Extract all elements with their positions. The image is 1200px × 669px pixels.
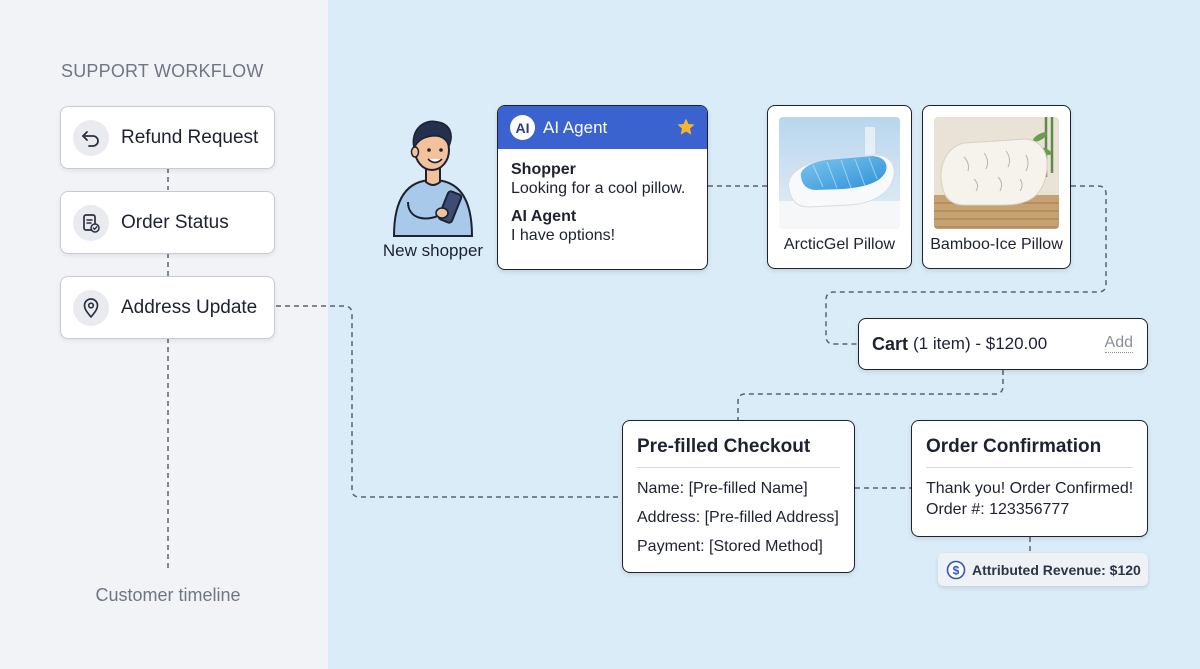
address-update-label: Address Update (121, 296, 258, 318)
prefilled-checkout-card[interactable]: Pre-filled Checkout Name: [Pre-filled Na… (622, 420, 855, 573)
workflow-title: SUPPORT WORKFLOW (61, 61, 264, 81)
location-pin-icon (73, 289, 109, 326)
cart-add-link[interactable]: Add (1104, 334, 1133, 353)
shopper-illustration (392, 120, 474, 237)
checkout-title: Pre-filled Checkout (637, 436, 811, 457)
confirmation-title: Order Confirmation (926, 436, 1102, 457)
bamboo-ice-pillow-image (934, 117, 1059, 229)
chat-message-sender: AI Agent (511, 208, 577, 225)
cart-card[interactable]: Cart (1 item) - $120.00 Add (858, 318, 1148, 370)
checkout-name-line: Name: [Pre-filled Name] (637, 480, 808, 497)
order-confirmation-card[interactable]: Order Confirmation Thank you! Order Conf… (911, 420, 1148, 537)
chat-message-text: I have options! (511, 227, 616, 244)
product-card-arcticgel[interactable]: ArcticGel Pillow (767, 105, 912, 269)
shopper-caption: New shopper (382, 241, 484, 260)
dollar-coin-icon: $ (946, 560, 966, 579)
svg-text:$: $ (953, 563, 960, 577)
checkout-payment-line: Payment: [Stored Method] (637, 538, 823, 555)
product-name: Bamboo-Ice Pillow (930, 236, 1063, 253)
ai-agent-chat-card[interactable]: AI AI Agent Shopper Looking for a cool p… (497, 105, 708, 270)
timeline-label: Customer timeline (95, 585, 241, 605)
attributed-revenue-text: Attributed Revenue: $120 (972, 561, 1141, 578)
product-card-bamboo-ice[interactable]: Bamboo-Ice Pillow (922, 105, 1071, 269)
document-check-icon (73, 204, 109, 241)
chat-message-text: Looking for a cool pillow. (511, 180, 686, 197)
chat-message-sender: Shopper (511, 161, 576, 178)
checkout-divider (637, 467, 840, 468)
chat-title: AI Agent (543, 117, 608, 137)
cart-summary: (1 item) - $120.00 (913, 334, 1048, 353)
confirmation-divider (926, 467, 1133, 468)
checkout-address-line: Address: [Pre-filled Address] (637, 509, 839, 526)
address-update-card[interactable]: Address Update (60, 276, 275, 339)
arcticgel-pillow-image (779, 117, 900, 229)
attributed-revenue-chip: $ Attributed Revenue: $120 (938, 553, 1148, 586)
refund-request-card[interactable]: Refund Request (60, 106, 275, 169)
ai-badge: AI (510, 115, 535, 140)
order-status-card[interactable]: Order Status (60, 191, 275, 254)
undo-arrow-icon (73, 119, 109, 156)
product-name: ArcticGel Pillow (783, 236, 896, 253)
refund-request-label: Refund Request (121, 126, 259, 148)
cart-title: Cart (872, 333, 909, 354)
confirmation-message: Thank you! Order Confirmed! (926, 480, 1134, 497)
confirmation-order-number: Order #: 123356777 (926, 501, 1070, 518)
chat-header: AI AI Agent (498, 106, 707, 149)
star-icon (677, 118, 695, 135)
order-status-label: Order Status (121, 211, 229, 233)
